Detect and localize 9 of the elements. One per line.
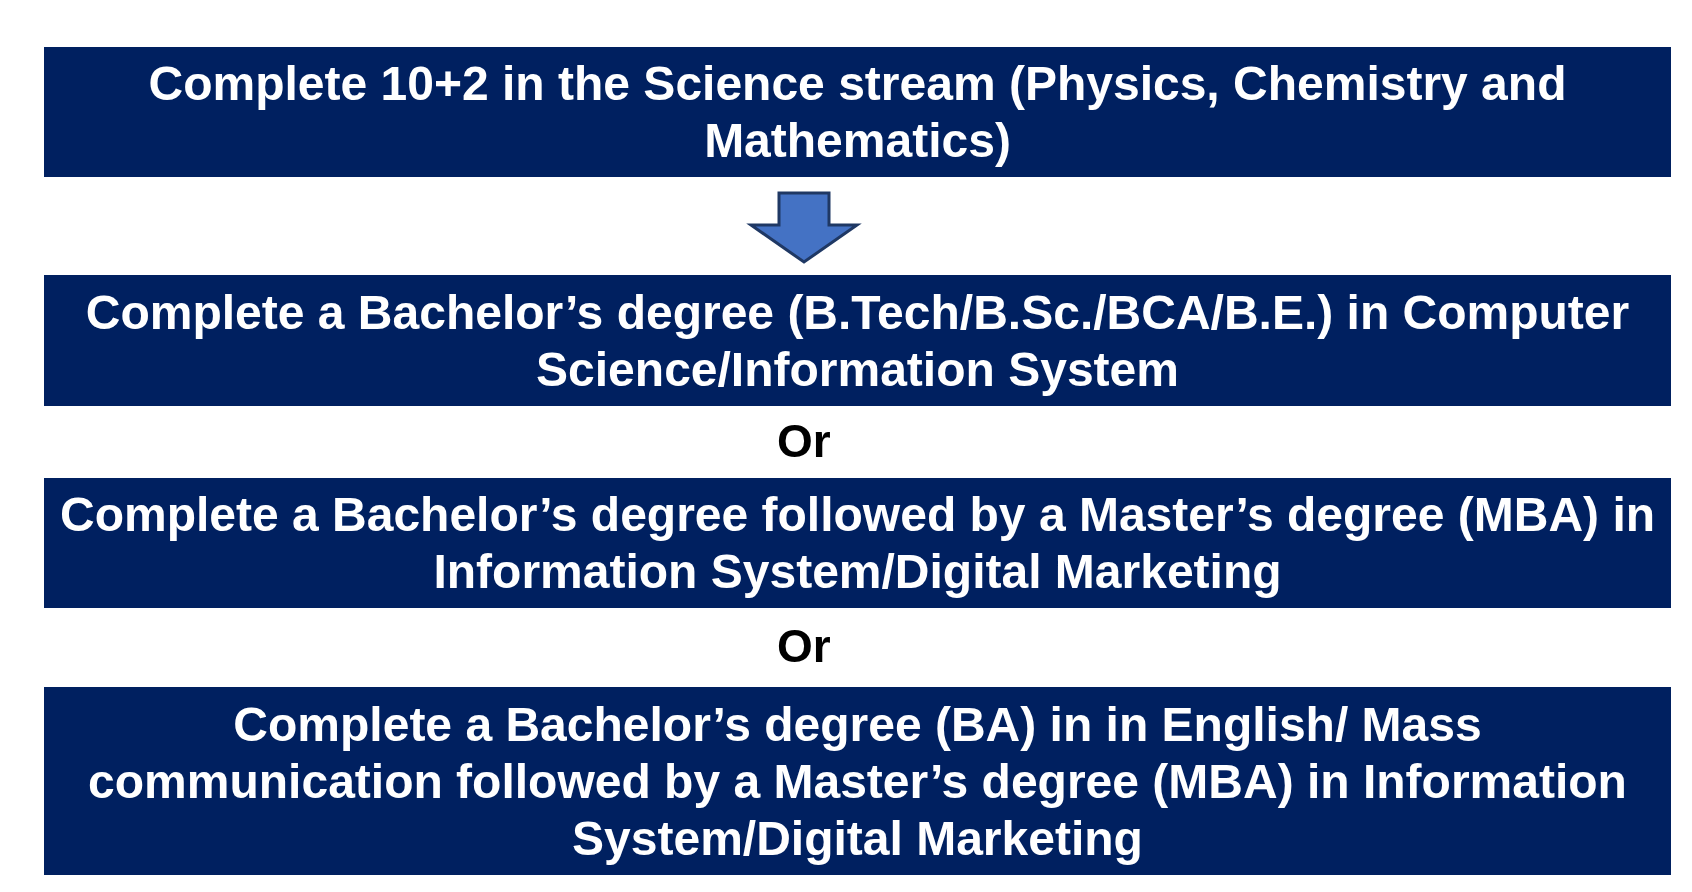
step-text: Complete a Bachelor’s degree (B.Tech/B.Sc./BCA/B.E.) in Computer Science/Information System [84, 284, 1631, 398]
step-text: Complete a Bachelor’s degree (BA) in in English/ Mass communication followed by a Master’s degree (MBA) in Information System/Digital Marketing [87, 696, 1628, 867]
step-box [44, 275, 1671, 406]
step-text: Complete a Bachelor’s degree followed by a Master’s degree (MBA) in Information System/Digital Marketing [58, 487, 1657, 600]
step-text: Complete 10+2 in the Science stream (Physics, Chemistry and Mathematics) [147, 56, 1568, 169]
separator-text: Or [777, 620, 831, 672]
block-arrow [746, 191, 862, 264]
separator-text: Or [777, 415, 831, 467]
step-box [44, 47, 1671, 177]
